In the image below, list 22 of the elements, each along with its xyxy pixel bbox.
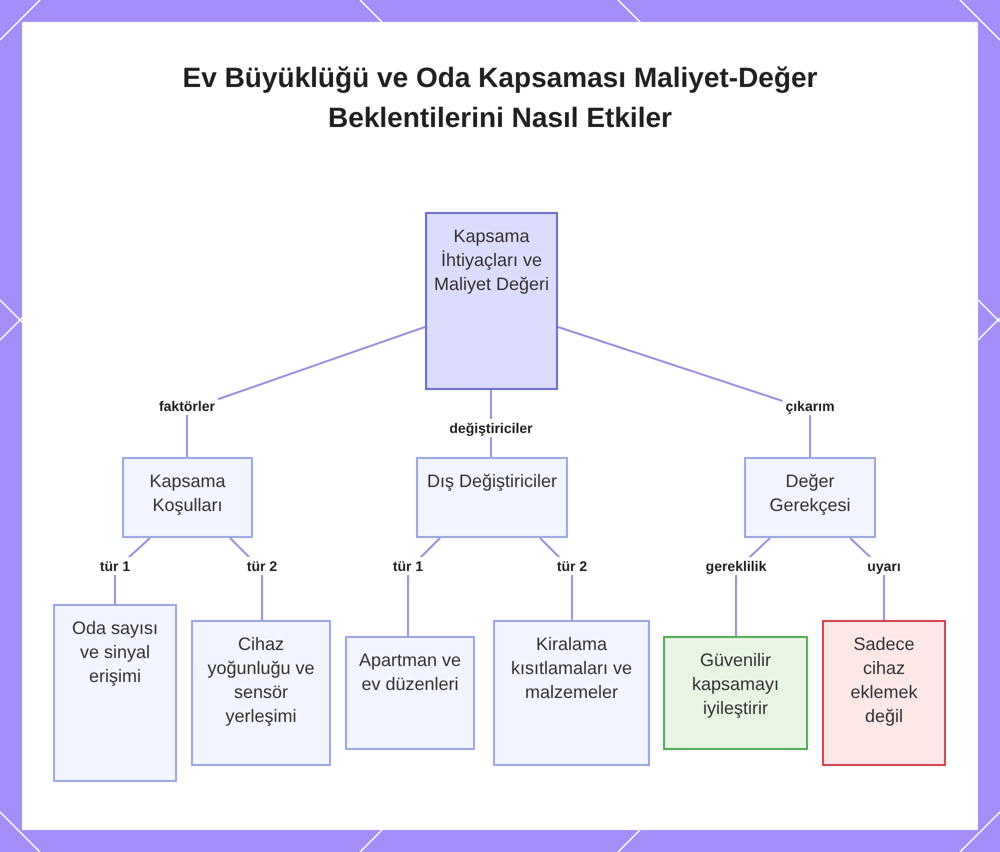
node-text: Sadece cihaz eklemek değil — [849, 633, 919, 728]
concept-box — [122, 457, 253, 538]
node-text: Kiralama kısıtlamaları ve malzemeler — [510, 633, 634, 704]
node-text: Oda sayısı ve sinyal erişimi — [70, 617, 160, 688]
node-text: Cihaz yoğunluğu ve sensör yerleşimi — [206, 633, 316, 728]
concept-box — [191, 620, 331, 766]
node-text: Apartman ve ev düzenleri — [358, 649, 462, 696]
node-text: Dış Değiştiriciler — [426, 470, 558, 493]
node-text: Kapsama Koşulları — [148, 470, 227, 517]
concept-box — [416, 457, 568, 538]
concept-box — [663, 636, 808, 750]
concept-box — [822, 620, 946, 766]
concept-box — [345, 636, 475, 750]
root-box — [425, 212, 558, 390]
concept-box — [493, 620, 650, 766]
connector-line — [558, 326, 811, 457]
node-text: Güvenilir kapsamayı iyileştirir — [690, 649, 780, 720]
concept-box — [744, 457, 876, 538]
node-text: Değer Gerekçesi — [768, 470, 852, 517]
node-text: Kapsama İhtiyaçları ve Maliyet Değeri — [433, 225, 550, 296]
concept-box — [53, 604, 177, 782]
title: Ev Büyüklüğü ve Oda Kapsaması Maliyet-Değer Beklentilerini Nasıl Etkiler — [182, 61, 818, 135]
